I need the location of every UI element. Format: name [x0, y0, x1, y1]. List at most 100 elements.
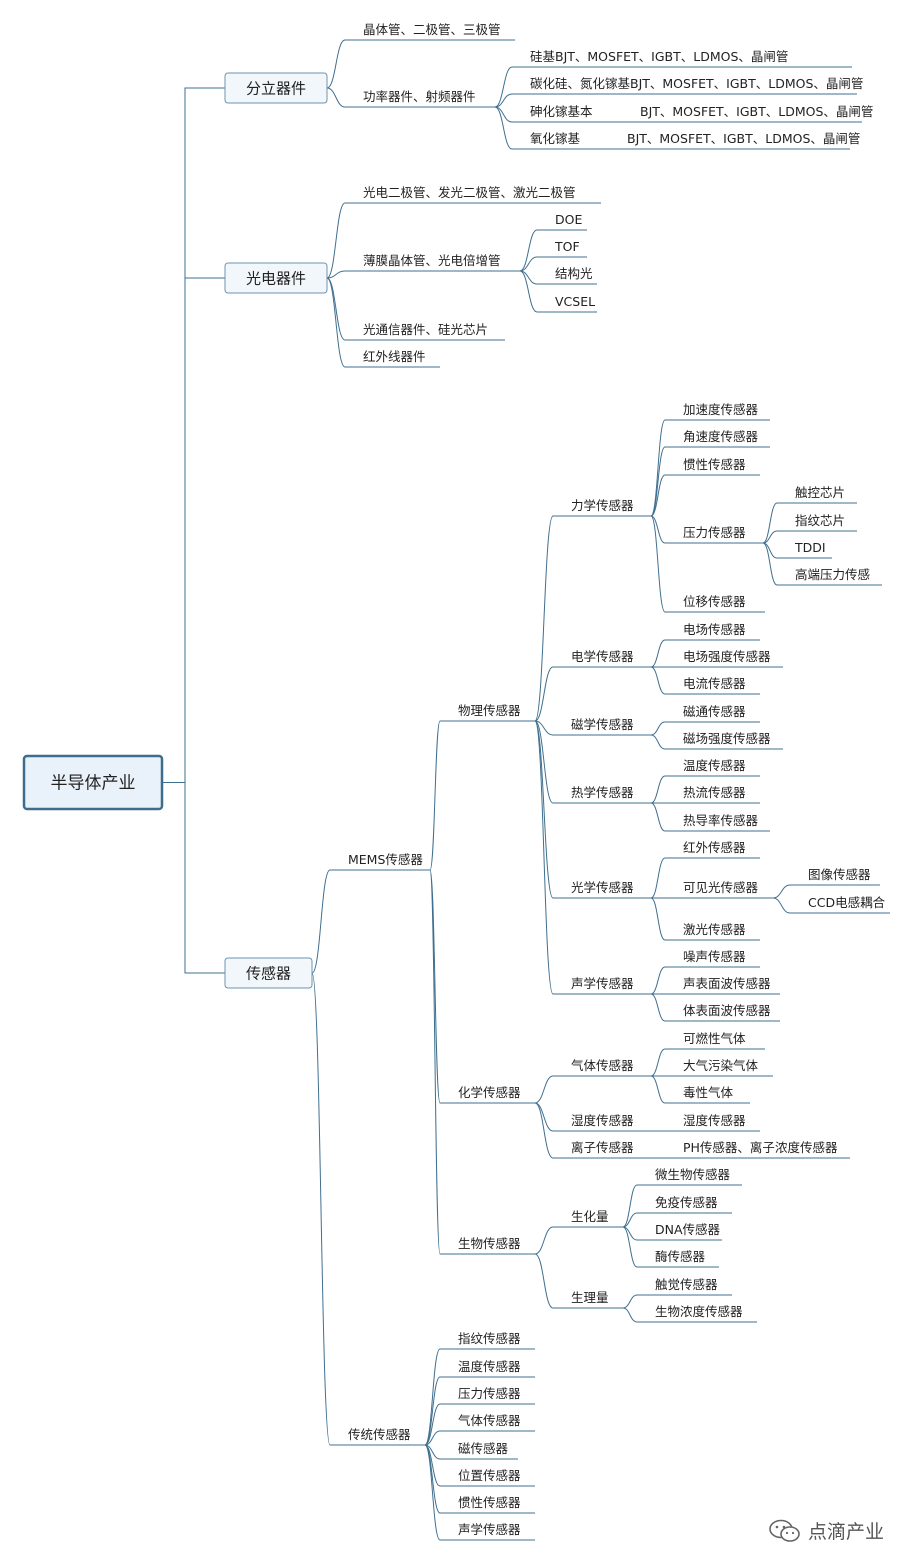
node-加速度传感器: 加速度传感器	[665, 402, 770, 421]
link-图像传感器	[772, 884, 791, 899]
link-晶体管-二极管-三极管	[326, 39, 346, 89]
node-磁学传感器: 磁学传感器	[553, 717, 651, 736]
node-气体传感器: 气体传感器	[440, 1413, 535, 1432]
branch-label: 分立器件	[246, 80, 306, 98]
node-结构光: 结构光	[537, 266, 597, 285]
node-位置传感器: 位置传感器	[440, 1468, 535, 1487]
node-光电器件: 光电器件	[224, 262, 328, 294]
node-label: DOE	[555, 212, 582, 227]
node-note: BJT、MOSFET、IGBT、LDMOS、晶闸管	[627, 131, 860, 146]
node-vcsel: VCSEL	[537, 294, 597, 313]
link-惯性传感器	[424, 1444, 441, 1514]
node-label: 湿度传感器	[683, 1113, 746, 1128]
node-label: 硅基BJT、MOSFET、IGBT、LDMOS、晶闸管	[530, 49, 788, 64]
link-噪声传感器	[650, 966, 666, 995]
branch-label: 光电器件	[246, 270, 306, 288]
link-触控芯片	[762, 502, 778, 544]
link-指纹传感器	[424, 1348, 441, 1446]
link-光通信器件-硅光芯片	[326, 277, 346, 341]
node-label: 晶体管、二极管、三极管	[363, 22, 501, 37]
node-毒性气体: 毒性气体	[665, 1085, 750, 1104]
root-box	[22, 754, 164, 811]
node-note: BJT、MOSFET、IGBT、LDMOS、晶闸管	[640, 104, 873, 119]
node-label: 红外传感器	[683, 840, 746, 855]
link-电学传感器	[534, 666, 554, 722]
node-惯性传感器: 惯性传感器	[665, 457, 760, 476]
node-磁传感器: 磁传感器	[440, 1441, 518, 1460]
node-离子传感器: 离子传感器	[553, 1140, 651, 1159]
node-可燃性气体: 可燃性气体	[665, 1031, 765, 1050]
node-磁场强度传感器: 磁场强度传感器	[665, 731, 783, 750]
node-热学传感器: 热学传感器	[553, 785, 651, 804]
node-label: 压力传感器	[458, 1386, 521, 1401]
node-label: 光学传感器	[571, 880, 634, 895]
node-大气污染气体: 大气污染气体	[665, 1058, 773, 1077]
node-触控芯片: 触控芯片	[777, 485, 857, 504]
node-label: 压力传感器	[683, 525, 746, 540]
node-热导率传感器: 热导率传感器	[665, 813, 770, 832]
node-光学传感器: 光学传感器	[553, 880, 651, 899]
link-ccd电感耦合	[772, 897, 791, 914]
node-微生物传感器: 微生物传感器	[637, 1167, 742, 1186]
link-热学传感器	[534, 720, 554, 804]
link-气体传感器	[534, 1075, 554, 1104]
node-label: 声学传感器	[458, 1522, 521, 1537]
branch-label: 传感器	[246, 965, 291, 983]
node-tddi: TDDI	[777, 540, 832, 559]
node-label: 位移传感器	[683, 594, 746, 609]
link-指纹芯片	[762, 530, 778, 544]
watermark-text: 点滴产业	[807, 1521, 884, 1543]
node-label: 物理传感器	[458, 703, 521, 718]
link-碳化硅-氮化镓基bjt-mosfet-igbt-ldmos-晶闸管	[494, 93, 513, 108]
node-压力传感器: 压力传感器	[665, 525, 763, 544]
node-label: 气体传感器	[458, 1413, 521, 1428]
node-声学传感器: 声学传感器	[553, 976, 651, 995]
node-触觉传感器: 触觉传感器	[637, 1277, 732, 1296]
link-生化量	[534, 1226, 554, 1255]
link-温度传感器	[424, 1376, 441, 1446]
link-tof	[519, 256, 538, 272]
node-label: 角速度传感器	[683, 429, 759, 444]
link-气体传感器	[424, 1430, 441, 1446]
node-湿度传感器: 湿度传感器	[665, 1113, 760, 1132]
link-加速度传感器	[650, 419, 666, 517]
node-label: 噪声传感器	[683, 949, 746, 964]
link-压力传感器	[424, 1403, 441, 1446]
node-label: TOF	[554, 239, 580, 254]
link-激光传感器	[650, 897, 666, 941]
node-指纹芯片: 指纹芯片	[777, 513, 857, 532]
node-label: 气体传感器	[571, 1058, 634, 1073]
link-化学传感器	[429, 869, 441, 1104]
root-node: 半导体产业	[22, 754, 164, 811]
node-label: 高端压力传感	[795, 567, 870, 582]
node-label: 位置传感器	[458, 1468, 521, 1483]
node-压力传感器: 压力传感器	[440, 1386, 535, 1405]
link-湿度传感器	[534, 1102, 554, 1132]
branch-link	[184, 87, 225, 783]
link-功率器件-射频器件	[326, 87, 346, 108]
node-label: 薄膜晶体管、光电倍增管	[363, 253, 501, 268]
link-氧化镓基	[494, 106, 513, 150]
node-label: 可见光传感器	[683, 880, 759, 895]
node-label: 免疫传感器	[655, 1195, 718, 1210]
node-label: 电场传感器	[683, 622, 746, 637]
link-磁场强度传感器	[650, 734, 666, 750]
node-label: 化学传感器	[458, 1085, 521, 1100]
node-mems传感器: MEMS传感器	[330, 852, 430, 871]
node-电学传感器: 电学传感器	[553, 649, 651, 668]
node-光电二极管-发光二极管-激光二极管: 光电二极管、发光二极管、激光二极管	[345, 185, 601, 204]
nodes: 半导体产业分立器件晶体管、二极管、三极管功率器件、射频器件硅基BJT、MOSFE…	[22, 22, 890, 1541]
node-label: PH传感器、离子浓度传感器	[683, 1140, 838, 1155]
node-label: 惯性传感器	[683, 457, 746, 472]
node-生理量: 生理量	[553, 1290, 623, 1309]
link-热导率传感器	[650, 802, 666, 832]
node-label: 热学传感器	[571, 785, 634, 800]
link-红外传感器	[650, 857, 666, 899]
node-体表面波传感器: 体表面波传感器	[665, 1003, 780, 1022]
node-label: DNA传感器	[655, 1222, 721, 1237]
node-label: 热流传感器	[683, 785, 746, 800]
node-label: 加速度传感器	[683, 402, 759, 417]
node-label: 温度传感器	[458, 1359, 521, 1374]
